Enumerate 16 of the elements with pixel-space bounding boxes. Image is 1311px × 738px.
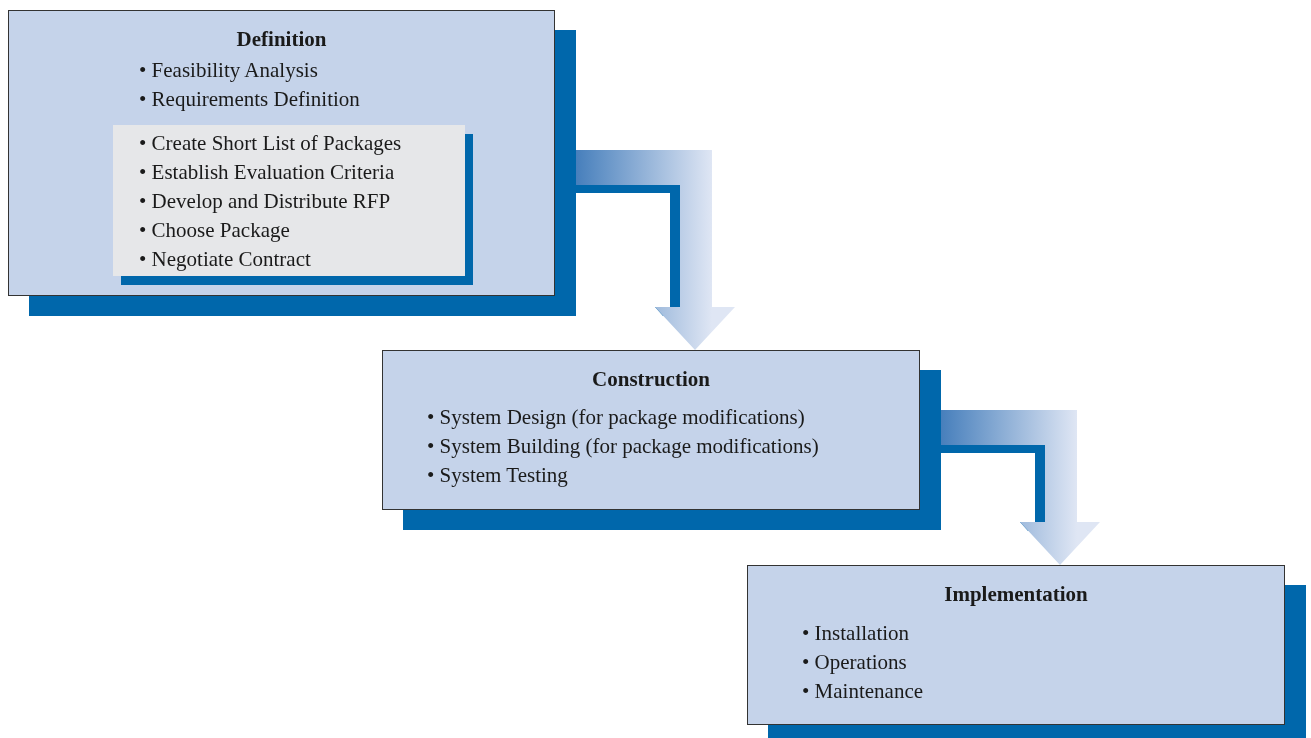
phase-heading: Construction <box>591 367 711 392</box>
list-item: • Create Short List of Packages <box>139 130 402 157</box>
phase-heading: Implementation <box>943 582 1089 607</box>
list-item: • Requirements Definition <box>139 86 360 113</box>
list-item: • Choose Package <box>139 217 291 244</box>
list-item: • System Testing <box>427 462 569 489</box>
list-item: • Installation <box>802 620 911 647</box>
list-item: • System Design (for package modifications) <box>427 404 806 431</box>
list-item: • Operations <box>802 649 908 676</box>
phase-heading: Definition <box>235 27 328 52</box>
list-item: • Negotiate Contract <box>139 246 312 273</box>
list-item: • Feasibility Analysis <box>139 57 319 84</box>
list-item: • Develop and Distribute RFP <box>139 188 392 215</box>
list-item: • System Building (for package modifications) <box>427 433 819 460</box>
list-item: • Establish Evaluation Criteria <box>139 159 396 186</box>
list-item: • Maintenance <box>802 678 924 705</box>
